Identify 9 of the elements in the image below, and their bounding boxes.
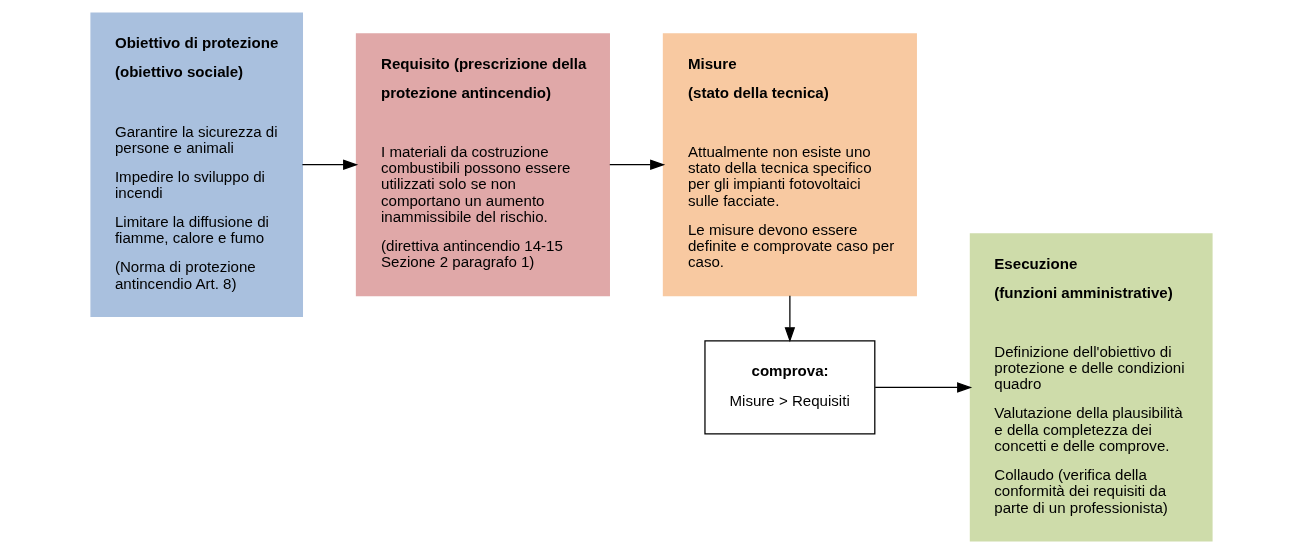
arrow: [784, 295, 795, 343]
node-box: Esecuzione (funzioni amministrative) Definizione dell'obiettivo di protezione e delle condizioni quadro Valutazione della plausibilità e della completezza dei concetti e delle comprove. Collaudo (verifica della conformità dei requisiti da parte di un professionista): [969, 233, 1213, 542]
node-box: Obiettivo di protezione (obiettivo sociale) Garantire la sicurezza di persone e animali Impedire lo sviluppo di incendi Limitare la diffusione di fiamme, calore e fumo (Norma di protezione antincendio Art. 8): [89, 12, 303, 317]
node-box: comprova: Misure > Requisiti: [703, 340, 875, 435]
node-box: Requisito (prescrizione della protezione antincendio) I materiali da costruzione combustibili possono essere utilizzati solo se non comportano un aumento inammissibile del rischio. (direttiva antincendio 14-15 Sezione 2 paragrafo 1): [355, 33, 610, 297]
arrow: [874, 382, 972, 393]
node-box: Misure (stato della tecnica) Attualmente non esiste uno stato della tecnica specifico per gli impianti fotovoltaici sulle facciate. Le misure devono essere definite e comprovate caso per caso.: [662, 33, 917, 297]
arrow: [608, 159, 665, 170]
arrow: [301, 159, 358, 170]
